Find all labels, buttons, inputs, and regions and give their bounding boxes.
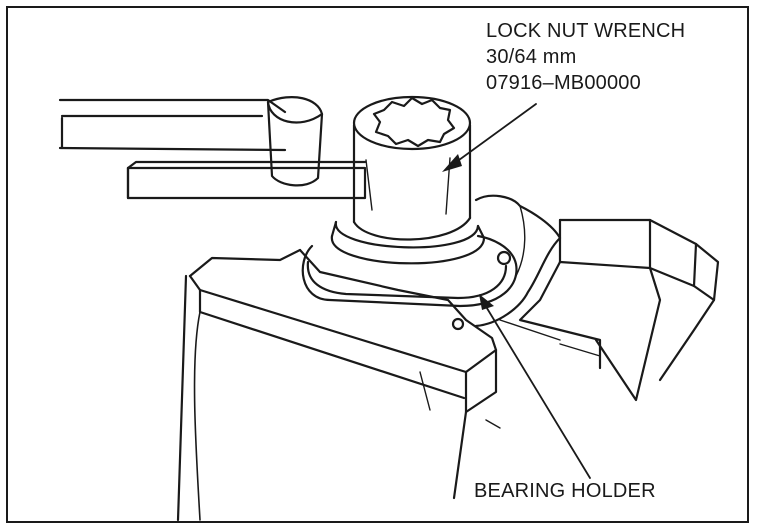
lock-nut-wrench-socket (352, 95, 472, 241)
vise-jaw-left (176, 248, 498, 522)
vise-jaw-right (518, 218, 720, 402)
leader-arrows (442, 154, 494, 310)
callout-line-tool-name: LOCK NUT WRENCH (486, 20, 686, 42)
callout-line-part-number: 07916–MB00000 (486, 72, 641, 94)
bearing-holder-callout: BEARING HOLDER (474, 480, 656, 502)
lock-nut-wrench-callout: LOCK NUT WRENCH 30/64 mm 07916–MB00000 (486, 18, 685, 96)
bearing-ring (330, 220, 486, 265)
wrench-handle (58, 98, 287, 152)
leader-lines (447, 103, 591, 479)
handle-head (266, 96, 324, 187)
tommy-bar (126, 160, 367, 200)
bearing-holder-flange (301, 234, 518, 331)
vise-body (485, 319, 601, 429)
figure-frame (6, 6, 749, 523)
callout-line-size: 30/64 mm (486, 46, 577, 68)
